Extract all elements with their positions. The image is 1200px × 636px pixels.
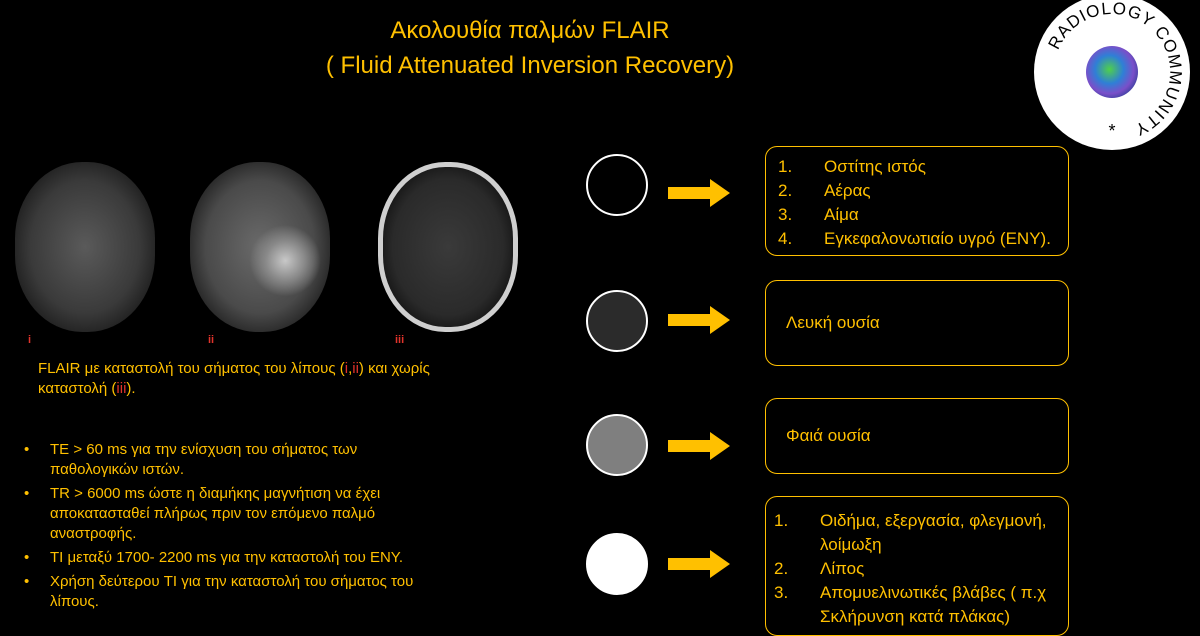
gray-matter-label: Φαιά ουσία [786,426,871,445]
list-text: Οστίτης ιστός [824,157,926,176]
right-arrow-icon [668,306,730,334]
list-number: 1. [774,511,789,530]
bullet-item-tr: • TR > 6000 ms ώστε η διαμήκης μαγνήτιση … [20,484,430,544]
list-item: 3. Αίμα [778,203,1068,227]
white-signal-list: 1. Οιδήμα, εξεργασία, φλεγμονή, λοίμωξη 2… [774,509,1068,629]
logo-text-ring: RADIOLOGY COMMUNITY * [1044,0,1185,141]
list-number: 3. [774,583,789,602]
list-item: 1. Οστίτης ιστός [778,155,1068,179]
dark-gray-signal-circle [586,290,648,352]
scan-label-iii: iii [395,334,405,346]
right-arrow-icon [668,550,730,578]
black-signal-circle [586,154,648,216]
white-matter-label: Λευκή ουσία [786,313,880,332]
bullet-icon: • [24,573,30,590]
logo-ring-text: RADIOLOGY COMMUNITY [1044,0,1184,140]
list-item: 2. Αέρας [778,179,1068,203]
list-text: Αίμα [824,205,859,224]
list-item: 1. Οιδήμα, εξεργασία, φλεγμονή, λοίμωξη [774,509,1068,557]
list-number: 4. [778,229,793,248]
scan-caption: FLAIR με καταστολή του σήματος του λίπου… [38,359,478,399]
scan-label-i: i [28,334,32,346]
title-line-2: ( Fluid Attenuated Inversion Recovery) [325,52,735,79]
bullet-icon: • [24,485,30,502]
parameter-bullet-list: • TE > 60 ms για την ενίσχυση του σήματος… [20,440,430,616]
bullet-text: TE > 60 ms για την ενίσχυση του σήματος … [50,441,358,478]
list-number: 2. [778,181,793,200]
caption-ref-iii: iii [116,380,127,397]
list-text: Απομυελινωτικές βλάβες ( π.χ Σκλήρυνση κ… [820,583,1047,626]
caption-comma: , [348,360,353,377]
brain-scan-i [15,162,155,332]
bullet-text: Χρήση δεύτερου TI για την καταστολή του … [50,573,414,610]
gray-signal-box: Φαιά ουσία [765,398,1069,474]
radiology-community-logo: RADIOLOGY COMMUNITY * [1034,0,1190,150]
brain-scan-ii [190,162,330,332]
list-text: Αέρας [824,181,871,200]
dark-gray-signal-box: Λευκή ουσία [765,280,1069,366]
brain-scan-iii [378,162,518,332]
bullet-text: TR > 6000 ms ώστε η διαμήκης μαγνήτιση ν… [50,485,381,542]
list-number: 1. [778,157,793,176]
caption-text-1: FLAIR με καταστολή του σήματος του λίπου… [38,360,345,377]
bullet-icon: • [24,549,30,566]
caption-text-2: ) και χωρίς καταστολή ( [38,360,430,397]
list-item: 2. Λίπος [774,557,1068,581]
list-item: 3. Απομυελινωτικές βλάβες ( π.χ Σκλήρυνση… [774,581,1068,629]
white-signal-box: 1. Οιδήμα, εξεργασία, φλεγμονή, λοίμωξη 2… [765,496,1069,636]
black-signal-box: 1. Οστίτης ιστός 2. Αέρας 3. Αίμα 4. Εγκεφαλ… [765,146,1069,256]
black-signal-list: 1. Οστίτης ιστός 2. Αέρας 3. Αίμα 4. Εγκεφαλ… [778,155,1068,251]
caption-ref-i: i [344,360,349,377]
list-text: Εγκεφαλονωτιαίο υγρό (ΕΝΥ). [824,229,1051,248]
logo-star: * [1108,121,1115,141]
list-number: 3. [778,205,793,224]
scan-label-ii: ii [208,334,215,346]
svg-text:RADIOLOGY COMMUNITY: RADIOLOGY COMMUNITY [1044,0,1185,140]
list-number: 2. [774,559,789,578]
bullet-item-te: • TE > 60 ms για την ενίσχυση του σήματος… [20,440,430,480]
caption-ref-ii: ii [352,360,359,377]
list-item: 4. Εγκεφαλονωτιαίο υγρό (ΕΝΥ). [778,227,1068,251]
bullet-icon: • [24,441,30,458]
caption-text-3: ). [126,380,136,397]
bullet-item-second-ti: • Χρήση δεύτερου TI για την καταστολή του… [20,572,430,612]
title-line-1: Ακολουθία παλμών FLAIR [390,17,670,44]
gray-signal-circle [586,414,648,476]
brain-tractography-icon [1086,46,1138,98]
list-text: Οιδήμα, εξεργασία, φλεγμονή, λοίμωξη [820,511,1047,554]
bullet-item-ti: • TI μεταξύ 1700- 2200 ms για την καταστο… [20,548,430,568]
white-signal-circle [586,533,648,595]
bullet-text: TI μεταξύ 1700- 2200 ms για την καταστολ… [50,549,404,566]
right-arrow-icon [668,432,730,460]
right-arrow-icon [668,179,730,207]
list-text: Λίπος [820,559,865,578]
